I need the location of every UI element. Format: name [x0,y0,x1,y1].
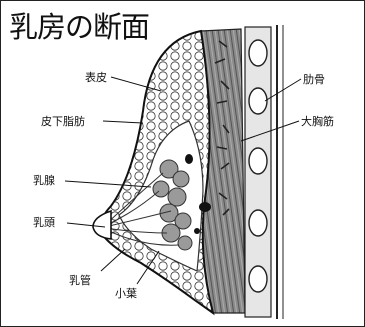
label-nipple: 乳頭 [33,216,55,229]
label-mammary-gland: 乳腺 [33,174,55,187]
label-rib: 肋骨 [303,73,325,86]
diagram-title: 乳房の断面 [9,10,149,44]
label-pectoralis-major: 大胸筋 [301,115,334,128]
nipple-shape [93,211,111,239]
label-lobule: 小葉 [115,287,137,300]
label-milk-duct: 乳管 [69,274,91,287]
label-subcutaneous-fat: 皮下脂肪 [41,115,85,128]
label-skin: 表皮 [85,71,107,84]
